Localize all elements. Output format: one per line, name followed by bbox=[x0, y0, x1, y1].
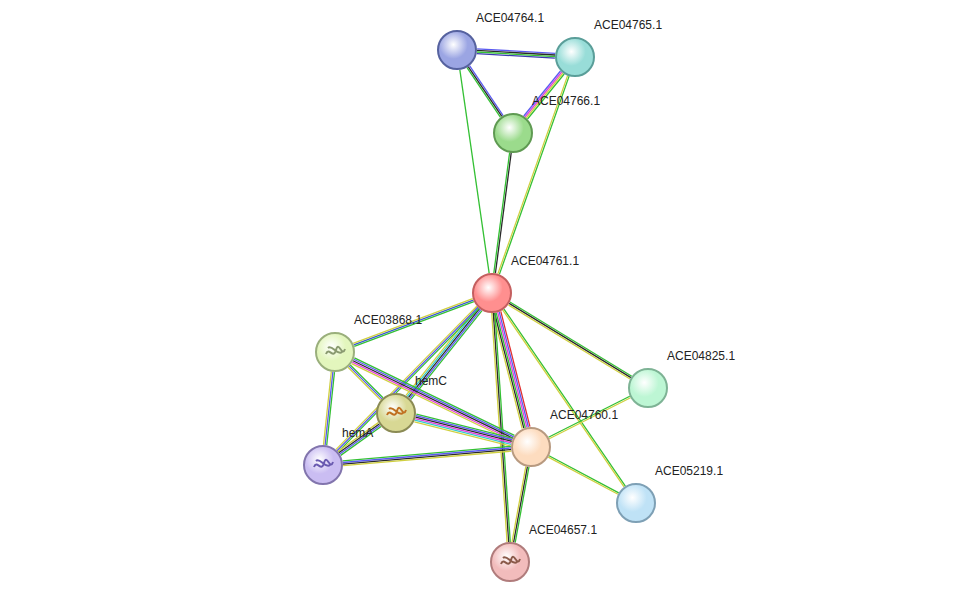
structure-icon bbox=[492, 544, 528, 580]
evidence-line bbox=[336, 306, 477, 449]
evidence-line bbox=[509, 303, 631, 377]
evidence-line bbox=[470, 66, 504, 116]
node-label: hemA bbox=[342, 426, 373, 440]
evidence-line bbox=[467, 67, 501, 117]
interaction-edge bbox=[338, 423, 381, 456]
evidence-line bbox=[460, 70, 489, 273]
interaction-edge bbox=[548, 396, 630, 438]
node-label: ACE03868.1 bbox=[354, 313, 422, 327]
evidence-line bbox=[414, 422, 510, 446]
evidence-line bbox=[514, 467, 528, 543]
protein-node: ACE04657.1 bbox=[490, 542, 530, 582]
evidence-line bbox=[339, 424, 379, 453]
interaction-edge bbox=[414, 414, 512, 446]
node-label: hemC bbox=[415, 374, 447, 388]
node-label: ACE04760.1 bbox=[550, 408, 618, 422]
evidence-line bbox=[510, 302, 632, 376]
evidence-line bbox=[416, 417, 512, 441]
protein-node: ACE05219.1 bbox=[616, 483, 656, 523]
interaction-edge bbox=[512, 466, 529, 542]
evidence-line bbox=[499, 312, 528, 427]
evidence-line bbox=[352, 364, 512, 442]
protein-node: ACE04825.1 bbox=[628, 368, 668, 408]
evidence-line bbox=[549, 456, 619, 493]
protein-node: ACE04765.1 bbox=[555, 37, 595, 77]
interaction-edge bbox=[494, 153, 511, 274]
node-label: ACE04761.1 bbox=[511, 254, 579, 268]
node-label: ACE04825.1 bbox=[667, 349, 735, 363]
evidence-line bbox=[415, 420, 511, 444]
structure-icon bbox=[305, 447, 341, 483]
evidence-line bbox=[343, 450, 511, 465]
interaction-edge bbox=[477, 49, 555, 58]
evidence-line bbox=[338, 423, 378, 452]
interaction-edge bbox=[467, 66, 503, 118]
evidence-line bbox=[548, 457, 618, 494]
evidence-line bbox=[477, 54, 555, 59]
evidence-line bbox=[515, 467, 529, 543]
evidence-line bbox=[468, 67, 502, 117]
protein-node: ACE04766.1 bbox=[493, 113, 533, 153]
structure-icon bbox=[317, 334, 353, 370]
evidence-line bbox=[494, 153, 510, 273]
node-label: ACE05219.1 bbox=[655, 464, 723, 478]
evidence-line bbox=[512, 466, 526, 542]
evidence-line bbox=[415, 419, 511, 443]
evidence-line bbox=[503, 310, 624, 487]
evidence-line bbox=[324, 372, 332, 445]
evidence-line bbox=[495, 153, 511, 273]
node-label: ACE04764.1 bbox=[476, 11, 544, 25]
evidence-line bbox=[325, 372, 333, 445]
evidence-line bbox=[548, 396, 629, 437]
node-label: ACE04765.1 bbox=[594, 18, 662, 32]
protein-node: ACE04764.1 bbox=[437, 30, 477, 70]
interaction-edge bbox=[324, 372, 335, 446]
interaction-edge bbox=[343, 446, 512, 465]
evidence-line bbox=[549, 398, 630, 439]
protein-node: ACE03868.1 bbox=[315, 332, 355, 372]
interaction-edge bbox=[508, 302, 632, 379]
evidence-line bbox=[340, 425, 380, 454]
evidence-line bbox=[338, 308, 479, 451]
evidence-line bbox=[524, 71, 561, 116]
evidence-line bbox=[416, 416, 512, 440]
interaction-edge bbox=[548, 456, 618, 495]
evidence-line bbox=[343, 448, 511, 463]
interaction-edge bbox=[503, 309, 626, 487]
protein-node: hemC bbox=[376, 393, 416, 433]
evidence-line bbox=[341, 427, 381, 456]
evidence-line bbox=[504, 309, 625, 486]
interaction-edge bbox=[460, 70, 489, 273]
structure-icon bbox=[378, 395, 414, 431]
protein-node: hemA bbox=[303, 445, 343, 485]
node-label: ACE04766.1 bbox=[532, 94, 600, 108]
protein-node: ACE04760.1 bbox=[511, 427, 551, 467]
evidence-line bbox=[343, 451, 511, 466]
node-label: ACE04657.1 bbox=[529, 523, 597, 537]
protein-node: ACE04761.1 bbox=[472, 273, 512, 313]
